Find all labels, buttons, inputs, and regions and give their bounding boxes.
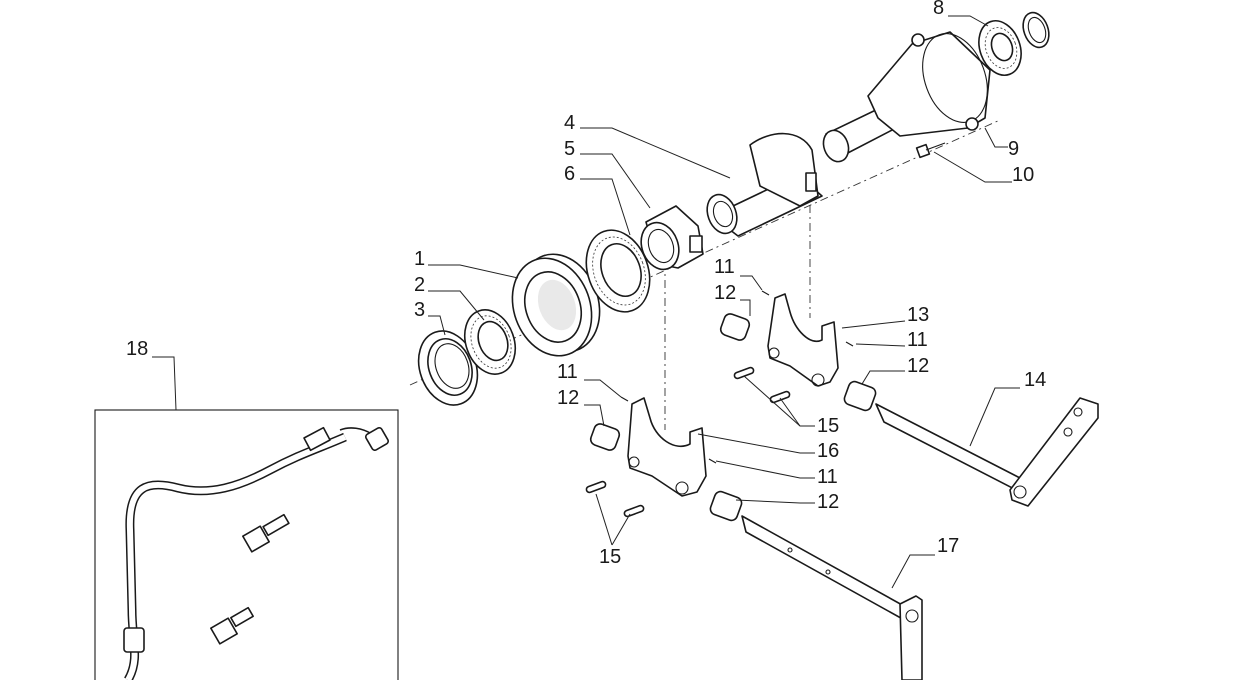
callout-11-upper-left: 11 xyxy=(714,256,735,278)
bushing-12-upper-left xyxy=(719,313,751,341)
part-16-shift-fork xyxy=(627,397,707,497)
part-3-seal-ring xyxy=(417,330,479,406)
assembly-axis xyxy=(409,119,1001,430)
leader-lines xyxy=(152,15,1020,589)
callout-10: 10 xyxy=(1012,164,1034,186)
bushing-12-lower-left xyxy=(589,423,621,451)
part-17-shift-rod xyxy=(741,515,923,680)
callout-8: 8 xyxy=(933,0,944,19)
callout-4: 4 xyxy=(564,112,575,134)
part-18-pipe-kit xyxy=(94,409,399,680)
callout-18: 18 xyxy=(126,338,148,360)
part-2-needle-bearing xyxy=(463,309,517,375)
bushing-12-upper-right xyxy=(843,380,877,412)
callout-11-lower-left: 11 xyxy=(557,361,578,383)
callout-9: 9 xyxy=(1008,138,1019,160)
part-5-release-hub xyxy=(640,205,704,271)
pins-15-lower xyxy=(585,480,645,518)
callout-15-upper: 15 xyxy=(817,415,839,437)
part-10-bolt xyxy=(915,142,946,159)
callout-15-lower: 15 xyxy=(599,546,621,568)
callout-11-upper-right: 11 xyxy=(907,329,928,351)
part-6-roller-bearing xyxy=(585,229,651,313)
callout-17: 17 xyxy=(937,535,959,557)
callout-16: 16 xyxy=(817,440,839,462)
callout-11-lower-right: 11 xyxy=(817,466,838,488)
callout-5: 5 xyxy=(564,138,575,160)
part-13-shift-fork xyxy=(767,293,839,387)
part-14-shift-rod xyxy=(875,397,1099,507)
callout-6: 6 xyxy=(564,163,575,185)
callout-3: 3 xyxy=(414,299,425,321)
dowels-11 xyxy=(620,290,854,464)
callout-12-upper-left: 12 xyxy=(714,282,736,304)
callout-14: 14 xyxy=(1024,369,1046,391)
part-4-guide-sleeve xyxy=(706,132,823,237)
callout-12-lower-left: 12 xyxy=(557,387,579,409)
pins-15-upper xyxy=(733,366,791,404)
callout-labels: 1 2 3 4 5 6 8 9 10 11 12 13 11 12 14 15 … xyxy=(126,0,1046,568)
bushing-12-lower-right xyxy=(709,490,743,522)
part-8-bearing xyxy=(978,20,1022,76)
callout-12-upper-right: 12 xyxy=(907,355,929,377)
callout-13: 13 xyxy=(907,304,929,326)
callout-1: 1 xyxy=(414,248,425,270)
part-1-bearing-collar xyxy=(511,253,601,357)
part-9-housing xyxy=(822,31,991,163)
circlip xyxy=(1022,11,1050,49)
callout-2: 2 xyxy=(414,274,425,296)
callout-12-lower-right: 12 xyxy=(817,491,839,513)
